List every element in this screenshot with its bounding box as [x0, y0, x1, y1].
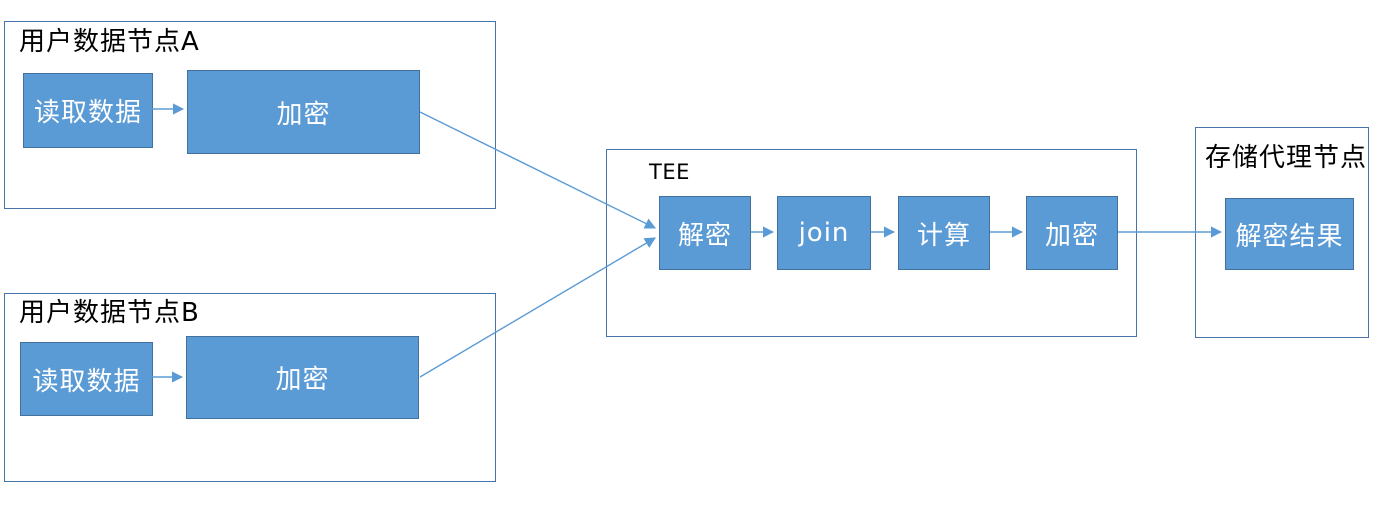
group-title-user-data-node-b: 用户数据节点B: [19, 298, 200, 328]
tee-compute-box: 计算: [898, 196, 990, 270]
tee-encrypt-label: 加密: [1044, 220, 1099, 251]
storage-decrypt-result-box: 解密结果: [1225, 198, 1354, 270]
node-a-read-data-label: 读取数据: [33, 98, 142, 128]
node-b-read-data-label: 读取数据: [32, 366, 141, 397]
group-title-tee: TEE: [649, 160, 690, 184]
node-a-encrypt-label: 加密: [276, 99, 331, 130]
tee-decrypt-box: 解密: [659, 196, 751, 270]
tee-join-box: join: [777, 196, 871, 270]
node-b-read-data-box: 读取数据: [20, 342, 153, 416]
group-title-user-data-node-a: 用户数据节点A: [19, 27, 200, 57]
tee-encrypt-box: 加密: [1026, 196, 1118, 270]
group-user-data-node-a: 用户数据节点A 读取数据 加密: [4, 21, 496, 209]
group-storage-proxy-node: 存储代理节点 解密结果: [1195, 127, 1369, 338]
tee-join-label: join: [798, 218, 850, 248]
node-b-encrypt-label: 加密: [275, 365, 330, 395]
storage-decrypt-result-label: 解密结果: [1235, 221, 1344, 252]
node-a-read-data-box: 读取数据: [23, 73, 153, 148]
group-tee: TEE 解密 join 计算 加密: [606, 149, 1137, 337]
group-title-storage-proxy-node: 存储代理节点: [1205, 143, 1368, 173]
tee-decrypt-label: 解密: [677, 220, 732, 251]
tee-compute-label: 计算: [916, 220, 971, 251]
node-a-encrypt-box: 加密: [187, 70, 420, 154]
node-b-encrypt-box: 加密: [186, 336, 419, 419]
group-user-data-node-b: 用户数据节点B 读取数据 加密: [4, 293, 496, 482]
